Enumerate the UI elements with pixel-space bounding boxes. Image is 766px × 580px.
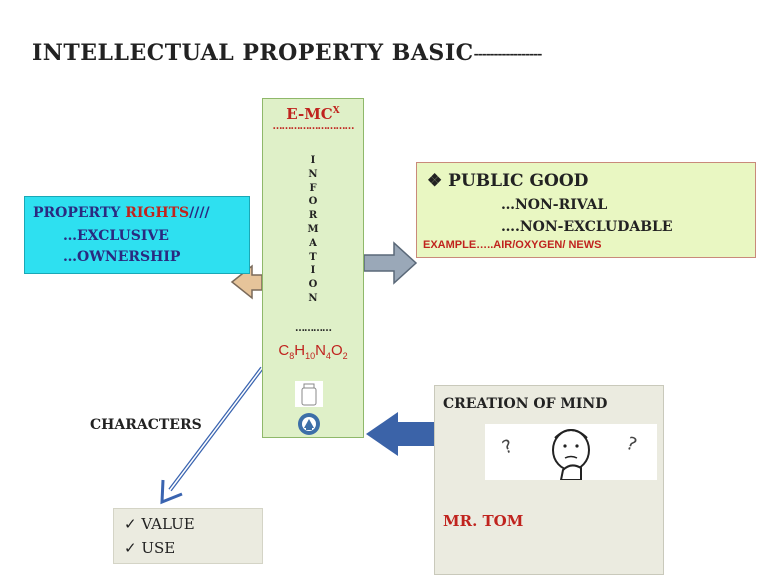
exclusive-item: …EXCLUSIVE (63, 228, 169, 244)
info-letter: T (309, 251, 317, 263)
author-name: MR. TOM (443, 512, 524, 530)
ownership-item: …OWNERSHIP (63, 249, 181, 265)
info-letter: N (308, 168, 318, 180)
emc-base: E-MC (286, 105, 333, 123)
red-dots: ……………………… (272, 121, 355, 132)
info-letter: R (308, 210, 318, 222)
use-item: ✓ USE (124, 539, 175, 557)
creation-of-mind-box: CREATION OF MIND ? ? MR. TOM (434, 385, 664, 575)
property-rights-heading: PROPERTY RIGHTS//// (33, 205, 210, 221)
values-box: ✓ VALUE ✓ USE (113, 508, 263, 564)
svg-text:?: ? (500, 436, 516, 459)
arrow-diagonal-to-values (160, 366, 264, 505)
diamond-bullet-icon: ❖ (427, 171, 443, 191)
non-excludable-item: ….NON-EXCLUDABLE (501, 219, 673, 235)
info-letter: I (310, 155, 316, 166)
title-text: INTELLECTUAL PROPERTY BASIC (32, 40, 474, 66)
emblem-logo-icon (295, 411, 323, 437)
public-good-label: PUBLIC GOOD (448, 171, 589, 191)
info-letter: N (308, 292, 318, 304)
info-letter: M (307, 223, 319, 235)
characters-label: CHARACTERS (90, 417, 202, 433)
use-label: USE (141, 539, 176, 557)
info-letter: A (309, 237, 317, 249)
emc-label: E-MCX (263, 105, 363, 123)
formula-h: H (294, 342, 306, 359)
information-vertical: I N F O R M A T I O N (263, 154, 363, 306)
svg-text:?: ? (623, 433, 639, 456)
public-good-box: ❖ PUBLIC GOOD …NON-RIVAL ….NON-EXCLUDABL… (416, 162, 756, 258)
property-rights-box: PROPERTY RIGHTS//// …EXCLUSIVE …OWNERSHI… (24, 196, 250, 274)
arrow-from-creation-of-mind (366, 412, 436, 456)
page-title: INTELLECTUAL PROPERTY BASIC-------------… (32, 40, 543, 66)
formula-o-sub: 2 (342, 351, 348, 361)
rights-word: RIGHTS (125, 205, 190, 221)
formula-h-sub: 10 (305, 351, 316, 361)
formula-c-sub: 8 (289, 351, 295, 361)
thinking-person-image: ? ? (485, 424, 657, 481)
arrow-right-to-public-good (363, 241, 418, 285)
info-letter: I (310, 265, 316, 277)
checkmark-icon: ✓ (124, 515, 137, 533)
bottle-icon (295, 381, 323, 407)
value-label: VALUE (141, 515, 195, 533)
caffeine-formula: C8H10N4O2 (263, 342, 363, 361)
non-rival-item: …NON-RIVAL (501, 197, 608, 213)
info-letter: O (308, 196, 318, 208)
info-letter: O (308, 279, 318, 291)
creation-of-mind-heading: CREATION OF MIND (443, 396, 608, 412)
value-item: ✓ VALUE (124, 515, 195, 533)
slashes: //// (189, 205, 210, 221)
property-word: PROPERTY (33, 205, 126, 221)
information-column: E-MCX ……………………… I N F O R M A T I O N ……… (262, 98, 364, 438)
title-dashes: ----------------- (473, 47, 543, 61)
info-letter: F (309, 182, 317, 194)
formula-c: C (278, 342, 290, 359)
formula-o: O (330, 342, 343, 359)
formula-n-sub: 4 (325, 351, 331, 361)
emc-superscript: X (332, 106, 340, 116)
checkmark-icon: ✓ (124, 539, 137, 557)
public-good-example: EXAMPLE…..AIR/OXYGEN/ NEWS (423, 239, 602, 251)
formula-n: N (315, 342, 326, 359)
black-dots: ………… (295, 323, 332, 334)
public-good-heading: ❖ PUBLIC GOOD (427, 171, 588, 191)
